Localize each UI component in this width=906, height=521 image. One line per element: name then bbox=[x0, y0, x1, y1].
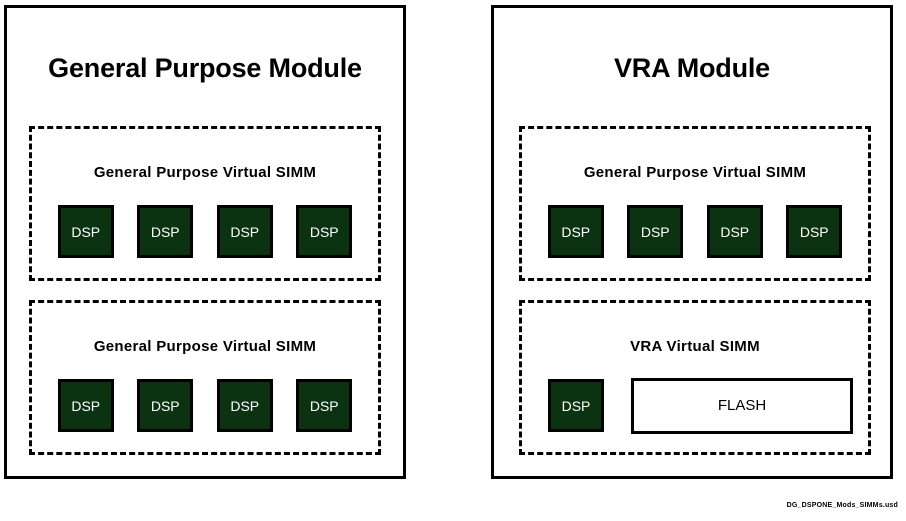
vra-virtual-simm-group: VRA Virtual SIMM DSP FLASH bbox=[519, 300, 871, 455]
dsp-chip[interactable]: DSP bbox=[296, 379, 353, 432]
dsp-chip[interactable]: DSP bbox=[137, 205, 194, 258]
general-purpose-module-title: General Purpose Module bbox=[48, 53, 362, 83]
dsp-chip[interactable]: DSP bbox=[706, 205, 763, 258]
dsp-chip[interactable]: DSP bbox=[786, 205, 843, 258]
dsp-chip[interactable]: DSP bbox=[296, 205, 353, 258]
gp-simm-1-chip-row: DSP DSP DSP DSP bbox=[32, 204, 378, 259]
vra-simm-1-chip-row: DSP DSP DSP DSP bbox=[522, 204, 868, 259]
dsp-chip[interactable]: DSP bbox=[547, 205, 604, 258]
dsp-chip[interactable]: DSP bbox=[627, 205, 684, 258]
vra-general-purpose-simm-group: General Purpose Virtual SIMM DSP DSP DSP… bbox=[519, 126, 871, 281]
gp-simm-2-chip-row: DSP DSP DSP DSP bbox=[32, 378, 378, 433]
gp-virtual-simm-label-2: General Purpose Virtual SIMM bbox=[93, 338, 317, 355]
general-purpose-module-panel: General Purpose Module General Purpose V… bbox=[4, 5, 406, 479]
dsp-chip[interactable]: DSP bbox=[137, 379, 194, 432]
dsp-chip[interactable]: DSP bbox=[548, 379, 604, 432]
dsp-chip[interactable]: DSP bbox=[57, 205, 114, 258]
gp-virtual-simm-label-1: General Purpose Virtual SIMM bbox=[93, 164, 317, 181]
vra-general-purpose-simm-label: General Purpose Virtual SIMM bbox=[583, 164, 807, 181]
gp-virtual-simm-group-2: General Purpose Virtual SIMM DSP DSP DSP… bbox=[29, 300, 381, 455]
dsp-chip[interactable]: DSP bbox=[216, 379, 273, 432]
vra-module-panel: VRA Module General Purpose Virtual SIMM … bbox=[491, 5, 893, 479]
vra-module-title: VRA Module bbox=[614, 53, 770, 83]
dsp-chip[interactable]: DSP bbox=[216, 205, 273, 258]
gp-virtual-simm-group-1: General Purpose Virtual SIMM DSP DSP DSP… bbox=[29, 126, 381, 281]
dsp-chip[interactable]: DSP bbox=[57, 379, 114, 432]
document-caption: DG_DSPONE_Mods_SIMMs.usd bbox=[786, 502, 898, 509]
vra-simm-2-chip-row: DSP FLASH bbox=[522, 377, 868, 434]
vra-virtual-simm-label: VRA Virtual SIMM bbox=[630, 338, 760, 355]
flash-chip[interactable]: FLASH bbox=[631, 377, 853, 434]
